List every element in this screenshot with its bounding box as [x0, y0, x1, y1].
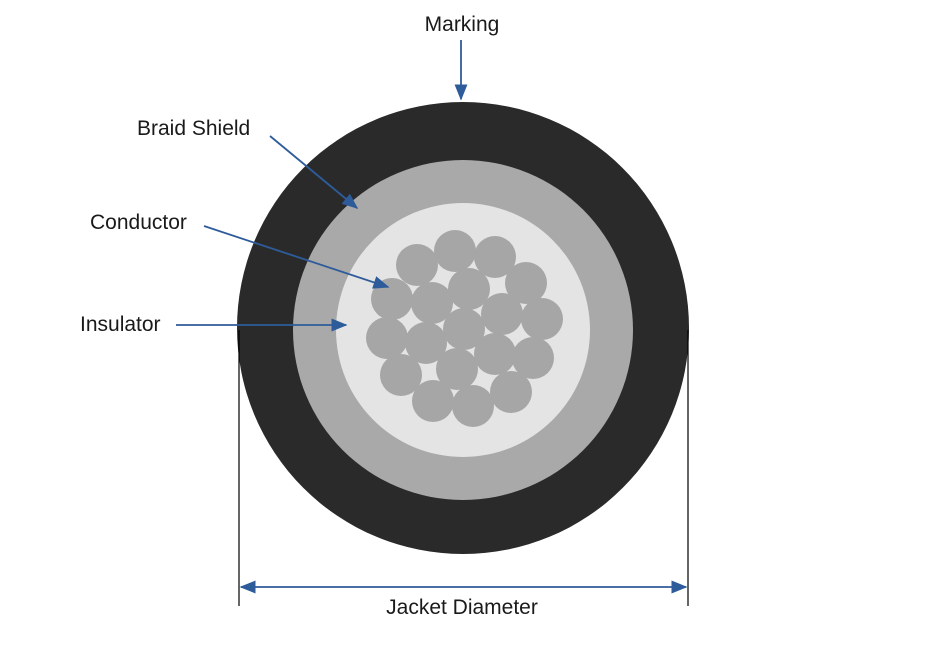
conductor-strand	[481, 293, 523, 335]
conductor-strand	[452, 385, 494, 427]
conductor-strand	[448, 268, 490, 310]
braid-shield-arrow	[269, 135, 359, 210]
conductor-strand	[396, 244, 438, 286]
insulator-label: Insulator	[80, 313, 161, 336]
conductor-strand	[474, 333, 516, 375]
conductor-strand	[474, 236, 516, 278]
conductor-strand	[411, 282, 453, 324]
braid-shield-label: Braid Shield	[137, 117, 250, 140]
conductor-strand	[443, 308, 485, 350]
conductor-strand	[521, 298, 563, 340]
conductor-strand	[380, 354, 422, 396]
conductor-strand	[366, 317, 408, 359]
conductor-strand	[512, 337, 554, 379]
conductor-strand	[434, 230, 476, 272]
conductor-strands	[366, 230, 563, 427]
conductor-strand	[505, 262, 547, 304]
conductor-arrow	[203, 225, 390, 289]
conductor-label: Conductor	[90, 211, 187, 234]
conductor-strand	[412, 380, 454, 422]
jacket-diameter-label: Jacket Diameter	[386, 596, 538, 619]
conductor-strand	[405, 322, 447, 364]
conductor-strand	[436, 348, 478, 390]
conductor-strand	[490, 371, 532, 413]
marking-label: Marking	[425, 13, 500, 36]
